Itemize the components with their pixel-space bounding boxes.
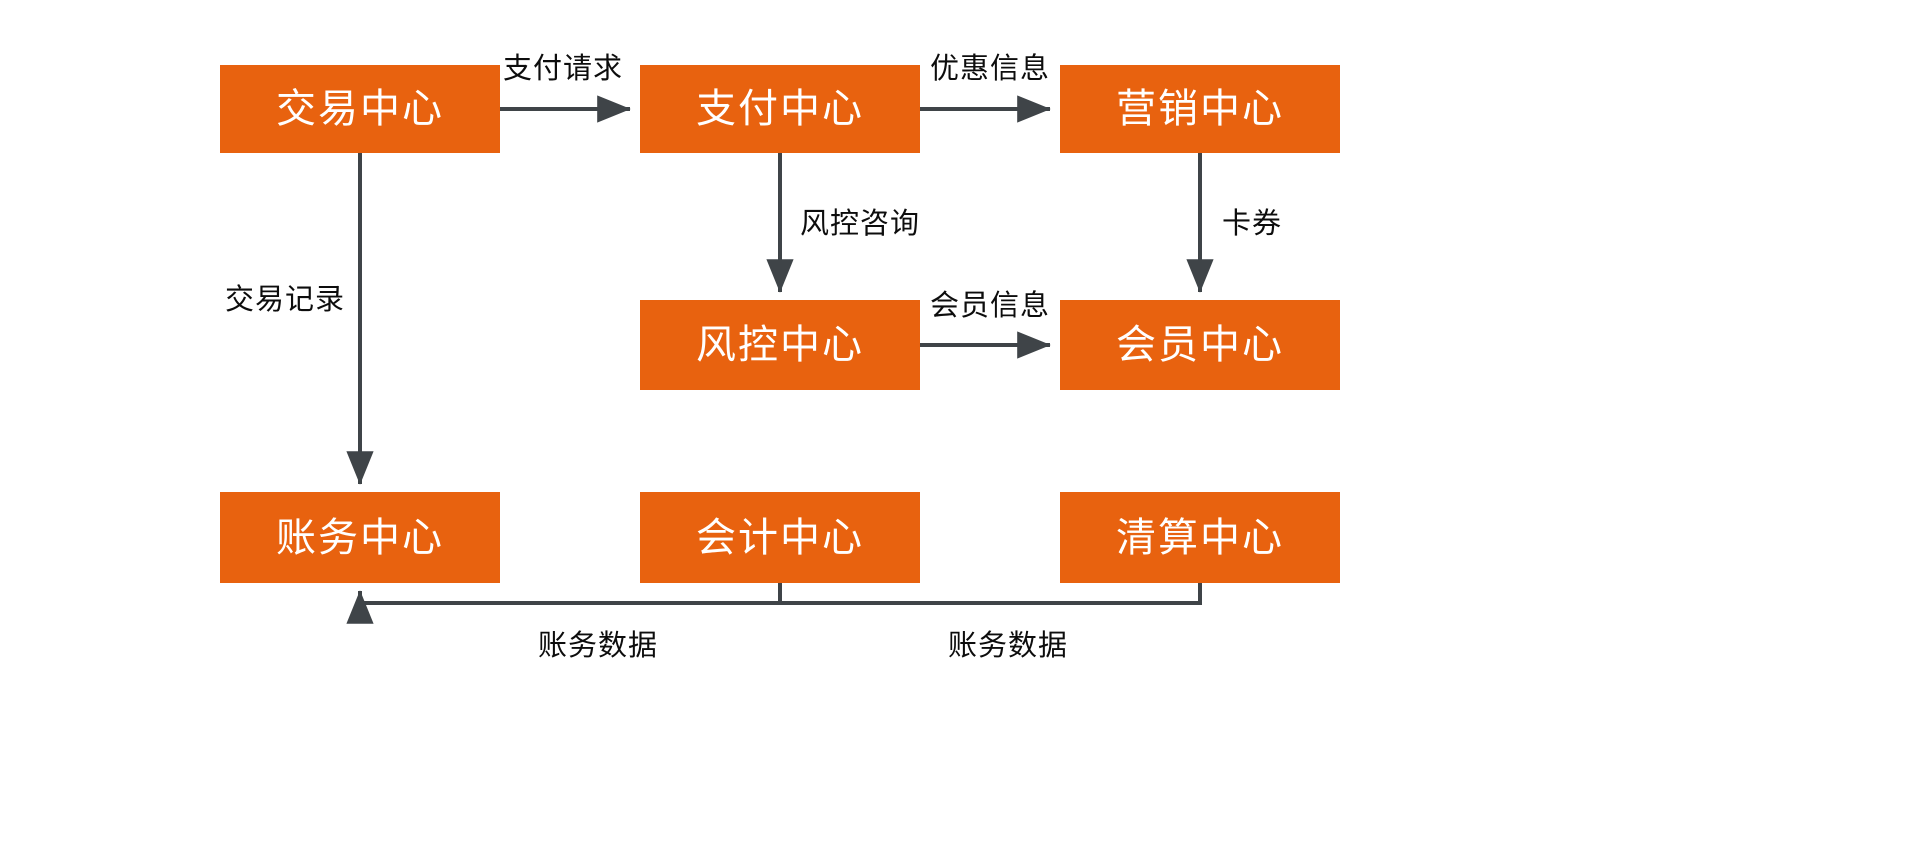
edge-label-risk-consult: 风控咨询 [800, 208, 921, 240]
node-member-label: 会员中心 [1116, 323, 1284, 367]
node-settlement-label: 清算中心 [1116, 515, 1284, 560]
node-payment[interactable]: 支付中心 [640, 65, 920, 153]
edge-label-payment-request: 支付请求 [502, 53, 624, 85]
edge-label-coupon: 卡券 [1222, 208, 1283, 240]
node-payment-label: 支付中心 [696, 87, 864, 131]
node-settlement[interactable]: 清算中心 [1060, 492, 1340, 583]
edge-label-account-data-left: 账务数据 [537, 630, 659, 662]
edge-label-account-data-right: 账务数据 [947, 630, 1069, 662]
edge-label-member-info: 会员信息 [929, 290, 1051, 322]
node-trade[interactable]: 交易中心 [220, 65, 500, 153]
node-riskcontrol-label: 风控中心 [696, 323, 864, 367]
edge-label-trade-record: 交易记录 [225, 284, 346, 316]
edge-accounting-to-account [346, 583, 782, 624]
node-marketing[interactable]: 营销中心 [1060, 65, 1340, 153]
node-marketing-label: 营销中心 [1116, 87, 1284, 131]
node-account[interactable]: 账务中心 [220, 492, 500, 583]
node-trade-label: 交易中心 [276, 87, 444, 131]
edge-label-discount-info: 优惠信息 [929, 53, 1051, 85]
node-member[interactable]: 会员中心 [1060, 300, 1340, 390]
node-accounting[interactable]: 会计中心 [640, 492, 920, 583]
node-account-label: 账务中心 [276, 515, 444, 560]
edge-settlement-to-account [780, 583, 1202, 605]
node-accounting-label: 会计中心 [696, 515, 864, 560]
node-riskcontrol[interactable]: 风控中心 [640, 300, 920, 390]
